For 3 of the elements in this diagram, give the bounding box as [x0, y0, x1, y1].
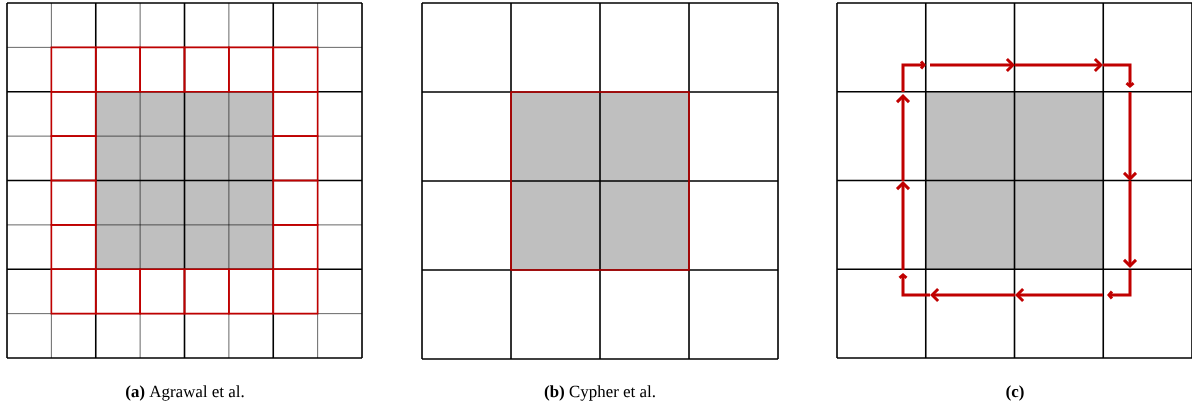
caption: (b) Cypher et al. [544, 385, 655, 401]
caption: (a) Agrawal et al. [126, 385, 244, 401]
caption: (c) [1006, 385, 1024, 401]
